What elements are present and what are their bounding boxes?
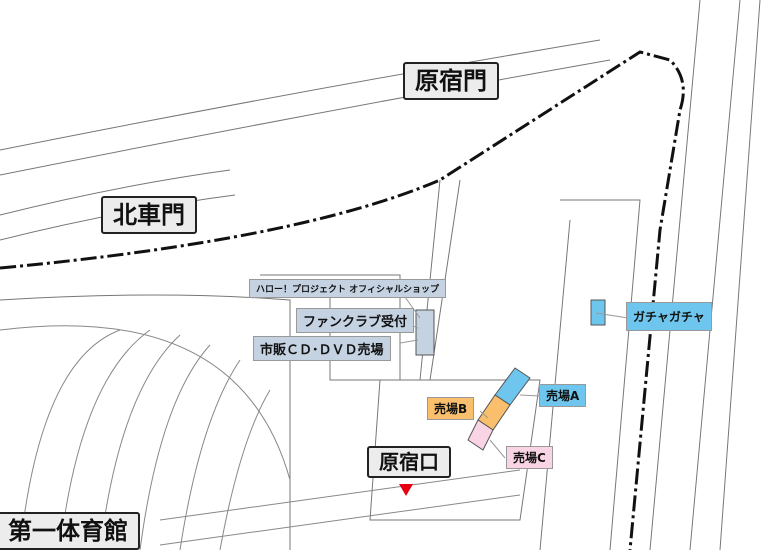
stand-shapes — [415, 299, 606, 451]
fanclub-label: ファンクラブ受付 — [296, 308, 415, 333]
boundary-line — [0, 50, 685, 550]
official-shop-label: ハロー！プロジェクト オフィシャルショップ — [249, 279, 446, 298]
venue-label: 第一体育館 — [0, 512, 140, 550]
stand-c-label: 売場C — [506, 446, 553, 469]
harajuku-entrance-label: 原宿口 — [367, 446, 451, 478]
entrance-marker-icon — [399, 484, 413, 496]
harajuku-gate-label: 原宿門 — [403, 62, 499, 100]
stand-a-label: 売場A — [539, 384, 587, 407]
stand-b-label: 売場B — [427, 397, 475, 420]
stadium-roof — [0, 325, 521, 550]
cd-dvd-label: 市販ＣＤ･ＤＶＤ売場 — [253, 336, 391, 361]
north-gate-label: 北車門 — [101, 196, 197, 234]
gacha-label: ガチャガチャ — [626, 302, 712, 331]
